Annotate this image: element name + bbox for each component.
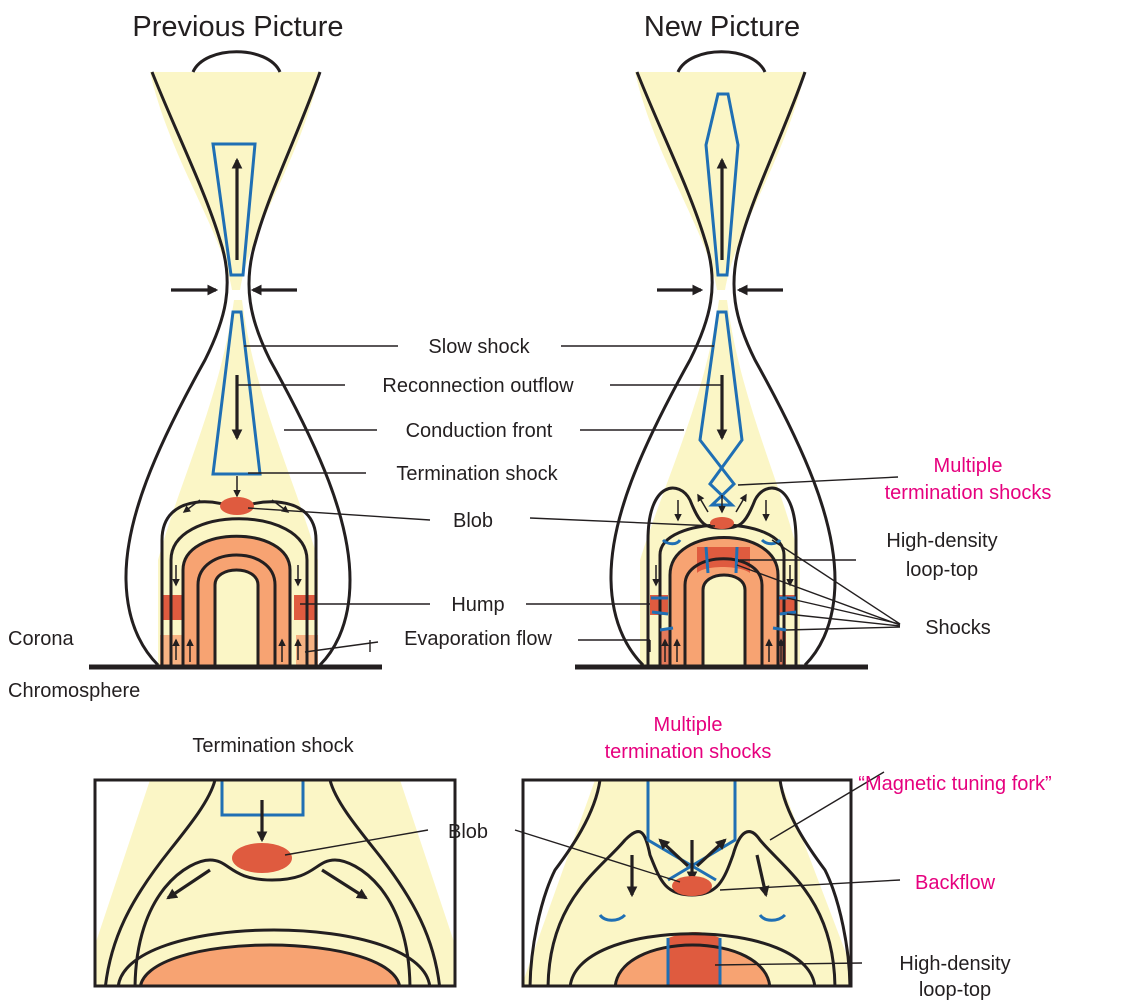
field-line-top-cusp [193,52,280,72]
inset-right-title-1: Multiple [654,714,723,736]
blob [220,497,254,515]
label-termination-shock: Termination shock [396,463,558,485]
label-conduction-front: Conduction front [406,420,553,442]
label-chromosphere: Chromosphere [8,680,140,702]
label-multiple-termination-shocks-2: termination shocks [885,482,1052,504]
previous-picture-panel [89,52,382,667]
inset-label-high-density-2: loop-top [919,979,991,1001]
inset-label-tuning-fork: “Magnetic tuning fork” [858,773,1051,795]
label-evaporation-flow: Evaporation flow [404,628,552,650]
inset-left-title: Termination shock [192,735,354,757]
inset-right-title-2: termination shocks [605,741,772,763]
label-slow-shock: Slow shock [428,336,530,358]
inset-label-high-density-1: High-density [899,953,1010,975]
label-reconnection-outflow: Reconnection outflow [382,375,574,397]
inset-label-backflow: Backflow [915,872,996,894]
title-new-picture: New Picture [644,11,800,43]
label-multiple-termination-shocks-1: Multiple [934,455,1003,477]
title-previous-picture: Previous Picture [132,11,343,43]
label-high-density-1: High-density [886,530,997,552]
plasma-sheet-upper [150,72,320,290]
inset-termination-shock [80,780,470,990]
label-blob: Blob [453,510,493,532]
label-high-density-2: loop-top [906,559,978,581]
inset-label-blob: Blob [448,821,488,843]
label-shocks: Shocks [925,617,991,639]
label-hump: Hump [451,594,504,616]
label-corona: Corona [8,628,74,650]
